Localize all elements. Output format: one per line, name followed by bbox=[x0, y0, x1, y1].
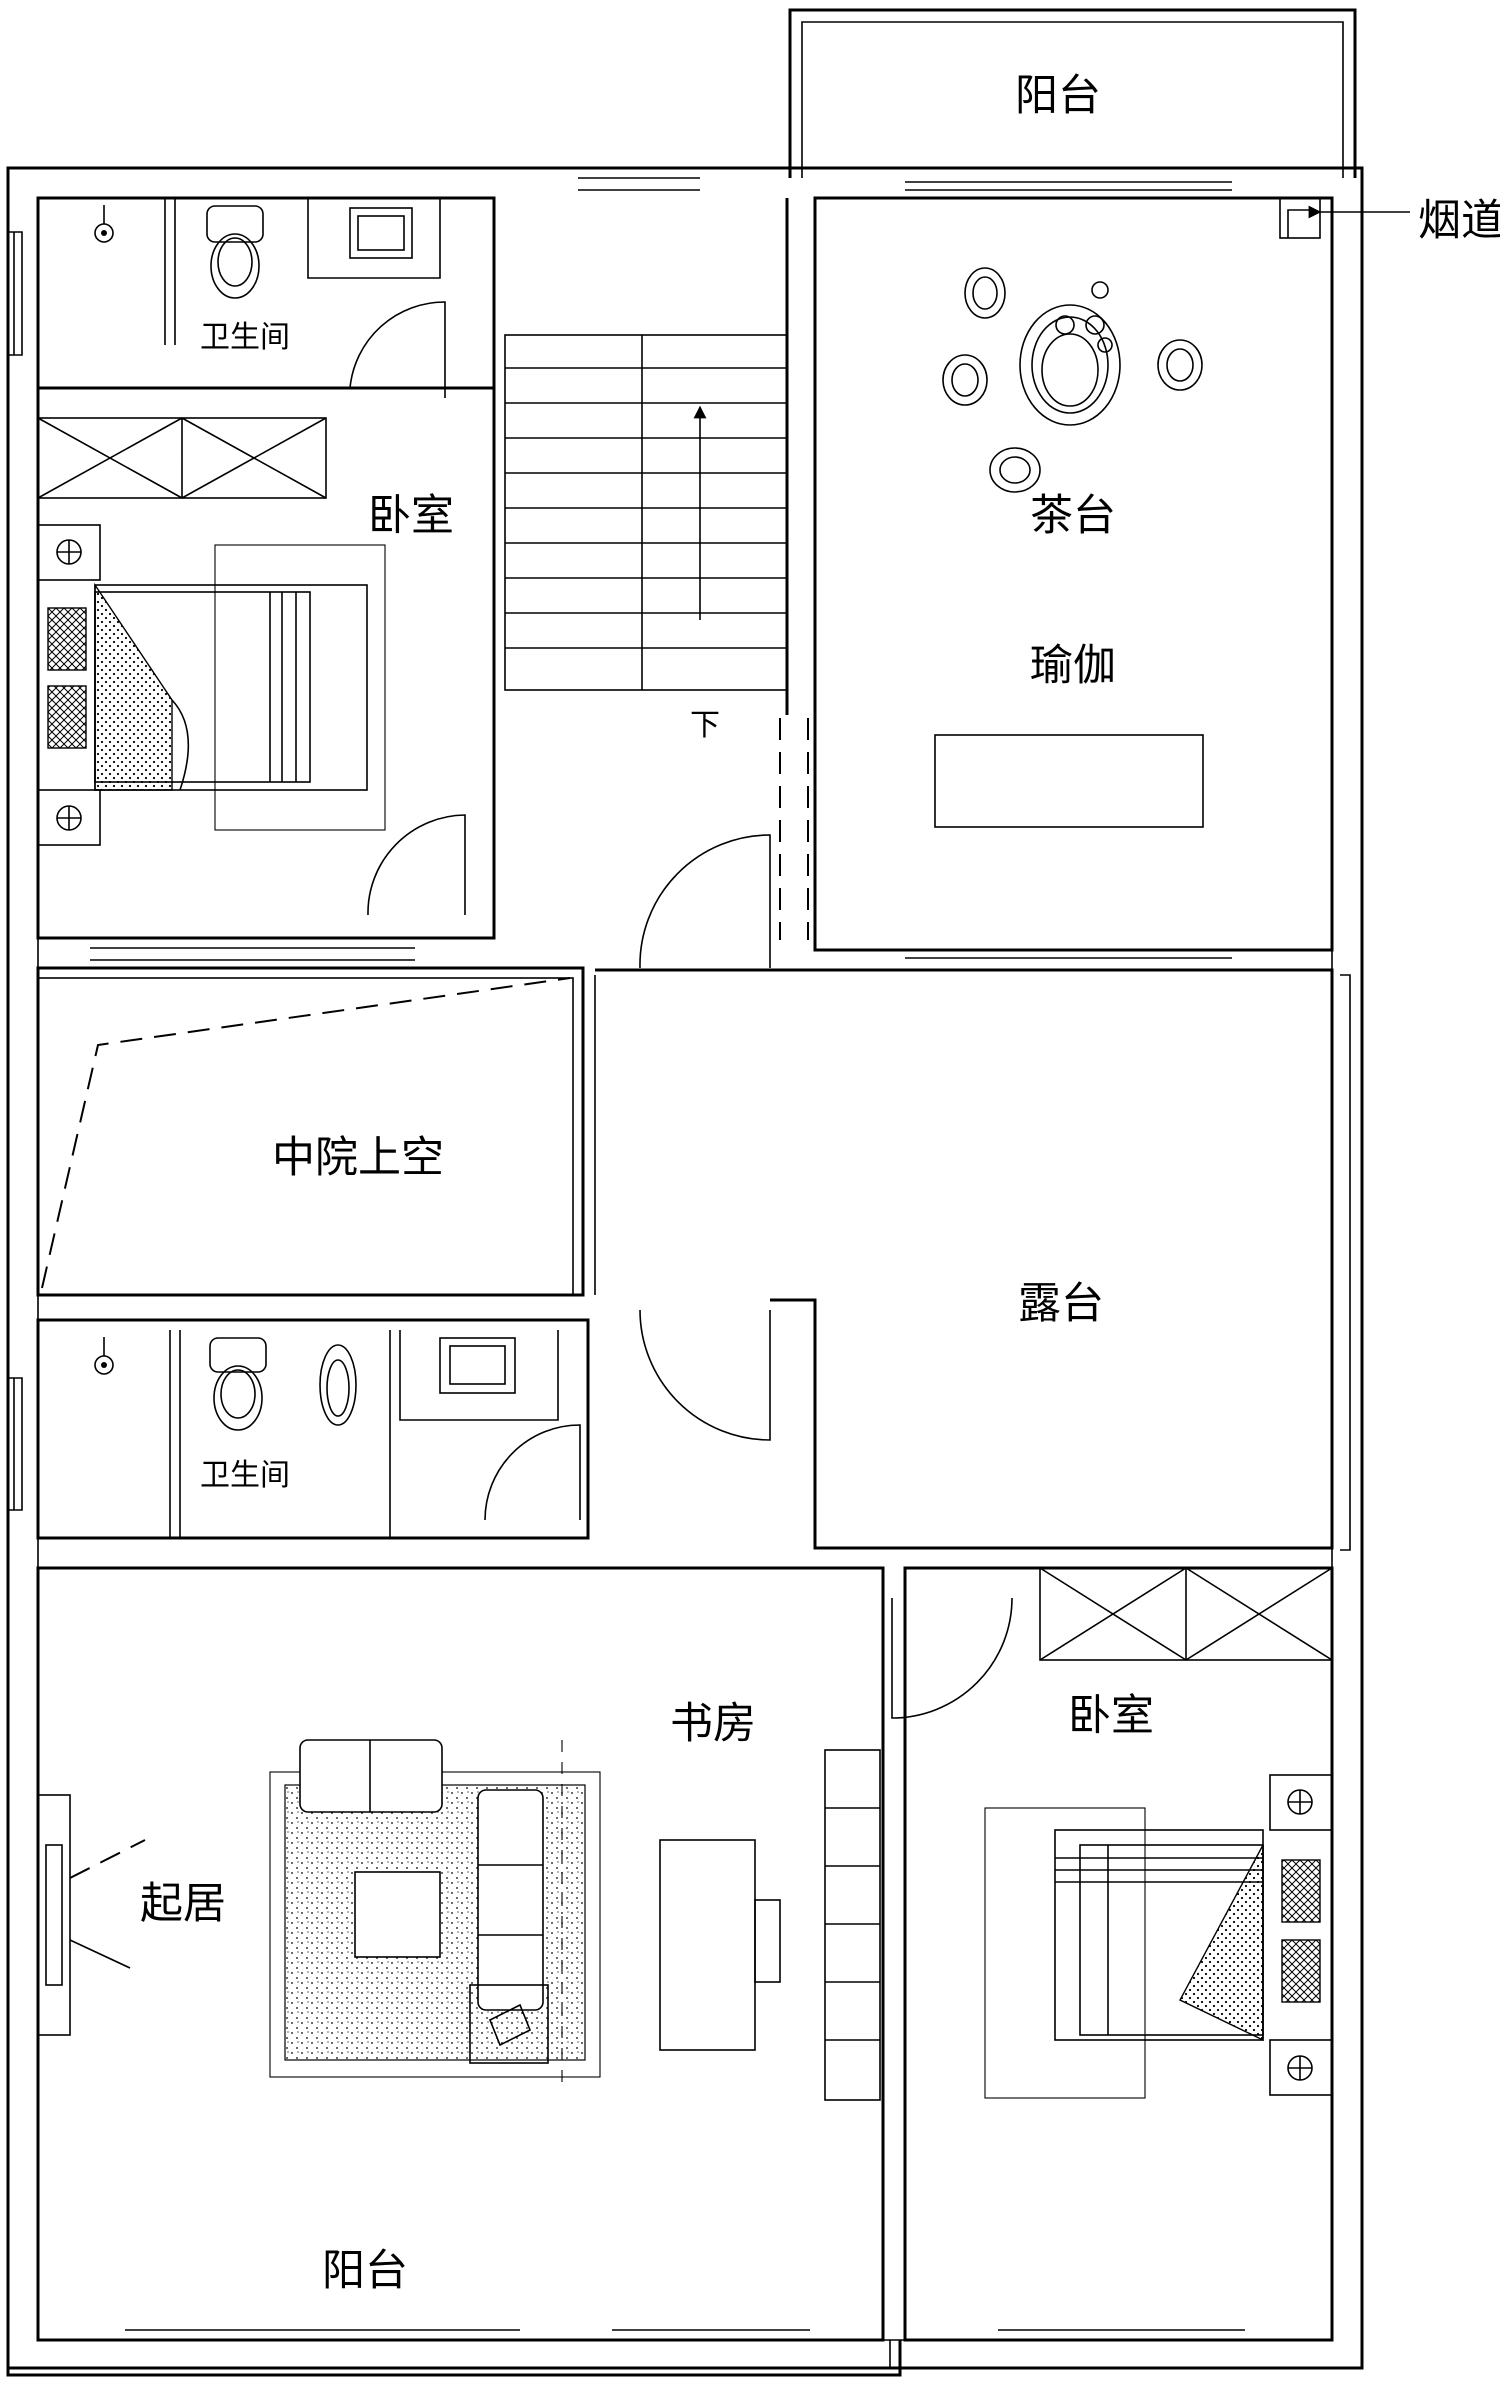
bedroom-bottom: 卧室 bbox=[903, 1566, 1334, 2342]
balcony-top bbox=[788, 8, 1357, 178]
room-label-study: 书房 bbox=[670, 1699, 756, 1749]
bathroom-top: 卫生间 bbox=[36, 196, 496, 390]
terrace: 露台 bbox=[594, 968, 1334, 1550]
area-label-terrace: 露台 bbox=[1018, 1279, 1104, 1329]
room-label-bathroom-top: 卫生间 bbox=[200, 320, 290, 355]
living-study: 起居 书房 bbox=[36, 1566, 1013, 2342]
room-label-living: 起居 bbox=[140, 1879, 226, 1929]
room-label-bedroom-top: 卧室 bbox=[368, 491, 454, 541]
bedroom-top: 卧室 bbox=[36, 301, 496, 961]
bathroom-mid: 卫生间 bbox=[36, 1318, 590, 1540]
atrium-void: 中院上空 bbox=[36, 834, 771, 1441]
area-label-balcony-top: 阳台 bbox=[1015, 71, 1101, 121]
room-label-bathroom-mid: 卫生间 bbox=[200, 1458, 290, 1493]
tea-yoga-room: 烟道 茶台 瑜伽 bbox=[779, 196, 1500, 959]
stair: 下 bbox=[492, 198, 789, 802]
area-label-tea-table: 茶台 bbox=[1030, 491, 1116, 541]
area-label-atrium-void: 中院上空 bbox=[272, 1133, 444, 1183]
balcony-bottom: 阳台 bbox=[6, 2246, 902, 2377]
area-label-yoga: 瑜伽 bbox=[1030, 641, 1116, 691]
chimney-label: 烟道 bbox=[1418, 196, 1500, 246]
area-label-balcony-bottom: 阳台 bbox=[322, 2246, 408, 2296]
stair-direction-label: 下 bbox=[690, 708, 720, 743]
room-label-bedroom-bottom: 卧室 bbox=[1068, 1691, 1154, 1741]
